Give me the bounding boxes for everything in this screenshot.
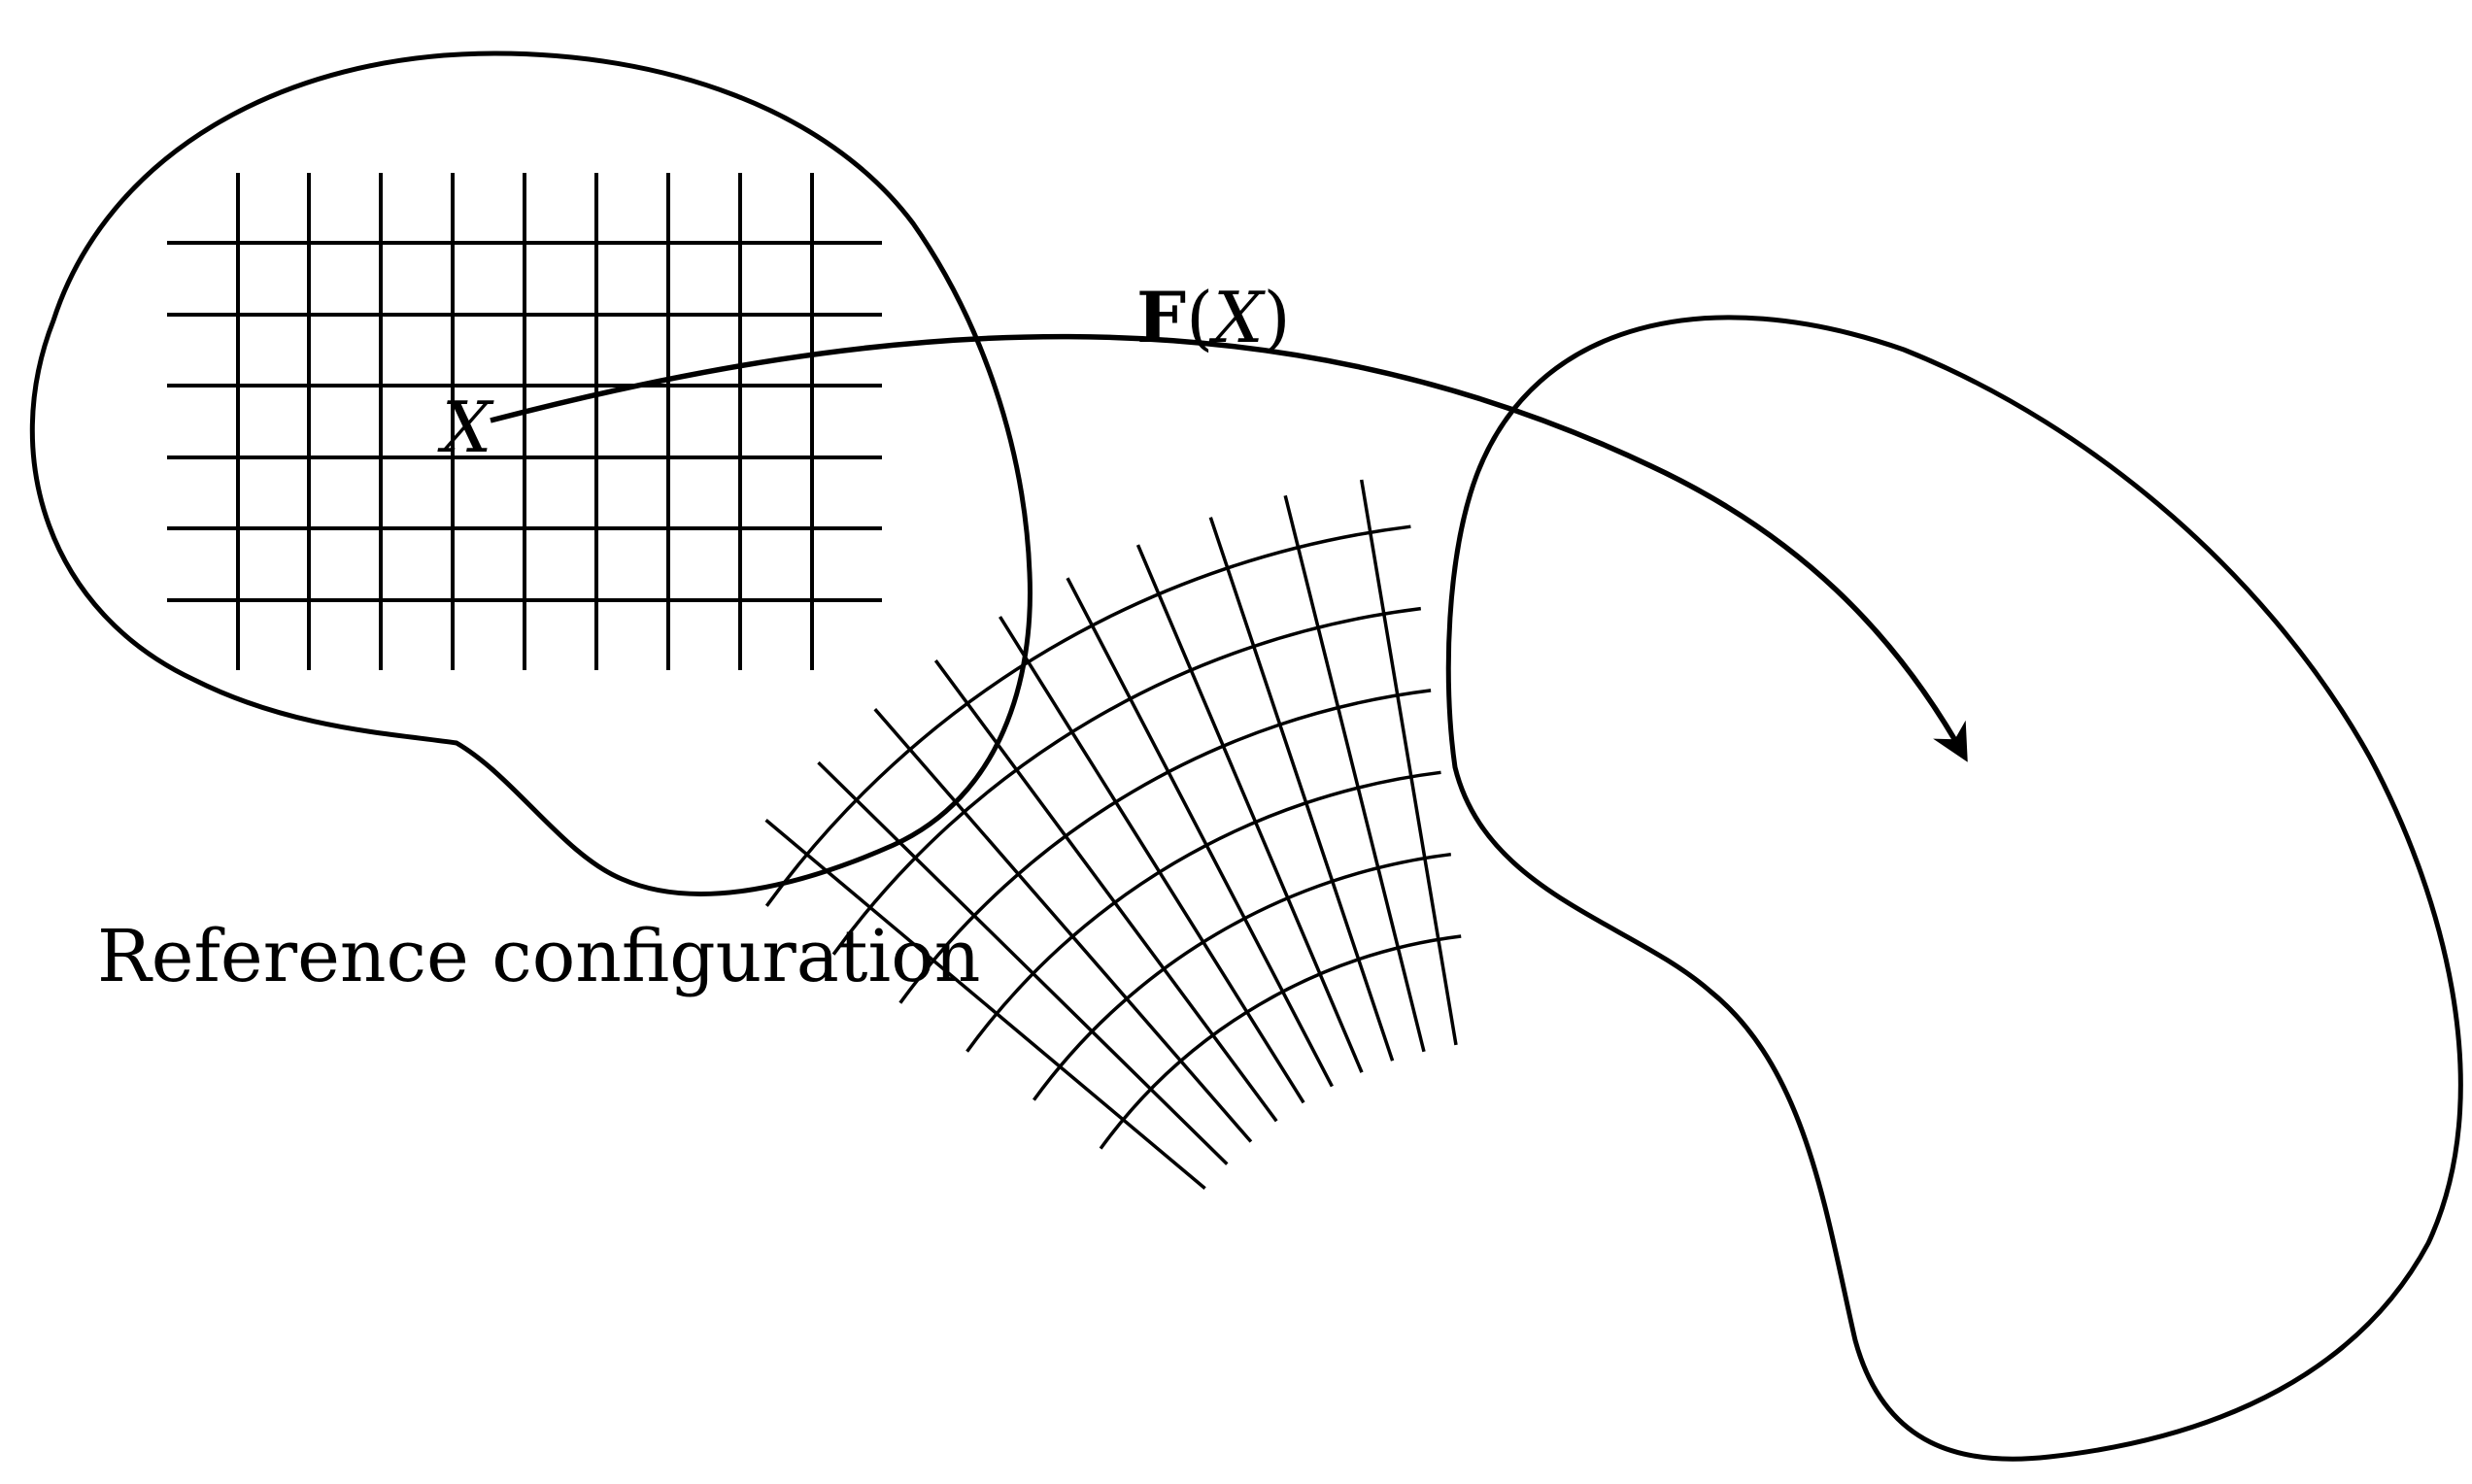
deformed-grid-arc bbox=[1032, 852, 1452, 1101]
mapping-arrow bbox=[490, 333, 1968, 762]
deformed-grid-arc bbox=[764, 524, 1411, 907]
reference-grid bbox=[167, 173, 882, 670]
reference-configuration-label: Reference configuration bbox=[97, 915, 980, 998]
deformed-grid-ray bbox=[1066, 577, 1334, 1088]
deformed-grid-arc bbox=[898, 689, 1432, 1004]
deformed-grid-ray bbox=[1135, 544, 1364, 1073]
deformed-body-outline bbox=[1445, 315, 2463, 1462]
deformed-grid-ray bbox=[1359, 479, 1458, 1046]
map-close-paren: ) bbox=[1263, 277, 1290, 358]
deformed-grid-ray bbox=[1283, 494, 1426, 1053]
deformed-grid-arc bbox=[1099, 934, 1462, 1150]
map-argument: X bbox=[1208, 277, 1266, 358]
deformed-grid-ray bbox=[999, 616, 1305, 1104]
map-function-symbol: F bbox=[1136, 276, 1186, 358]
reference-body-outline bbox=[29, 51, 1033, 896]
map-label: F(X) bbox=[1136, 276, 1291, 358]
deformed-grid-ray bbox=[873, 708, 1253, 1143]
deformed-grid bbox=[764, 479, 1462, 1190]
deformed-grid-arc bbox=[831, 606, 1422, 956]
point-label: X bbox=[437, 387, 494, 468]
deformed-grid-ray bbox=[817, 760, 1229, 1165]
map-open-paren: ( bbox=[1186, 277, 1213, 358]
deformed-grid-ray bbox=[1208, 517, 1395, 1062]
deformed-grid-ray bbox=[933, 659, 1278, 1123]
deformed-grid-ray bbox=[764, 819, 1206, 1190]
deformed-grid-arc bbox=[965, 770, 1441, 1053]
